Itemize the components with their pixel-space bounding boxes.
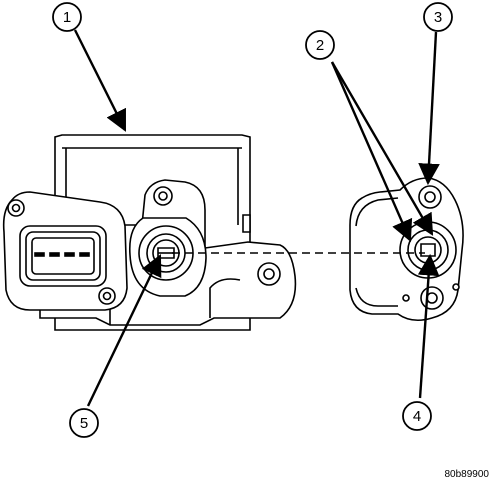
svg-text:5: 5 [80,415,88,432]
svg-text:2: 2 [316,37,324,54]
svg-text:1: 1 [63,9,71,26]
leader-arrow-2a [330,61,413,242]
leader-arrows [73,29,440,407]
svg-text:4: 4 [413,408,421,425]
callout-5: 5 [69,408,99,438]
callout-2: 2 [305,30,335,60]
leader-arrow-2b [330,61,434,236]
callout-3: 3 [423,2,453,32]
callout-4: 4 [402,401,432,431]
throttle-position-sensor [349,177,464,322]
leader-arrow-5 [86,254,162,407]
throttle-shaft-boss [128,217,207,297]
leader-arrow-3 [418,31,440,186]
callout-1: 1 [52,2,82,32]
svg-text:3: 3 [434,9,442,26]
figure-id: 80b89900 [444,469,490,480]
connector-housing [2,191,128,311]
leader-arrow-4 [417,253,440,399]
leader-arrow-1 [73,29,127,132]
